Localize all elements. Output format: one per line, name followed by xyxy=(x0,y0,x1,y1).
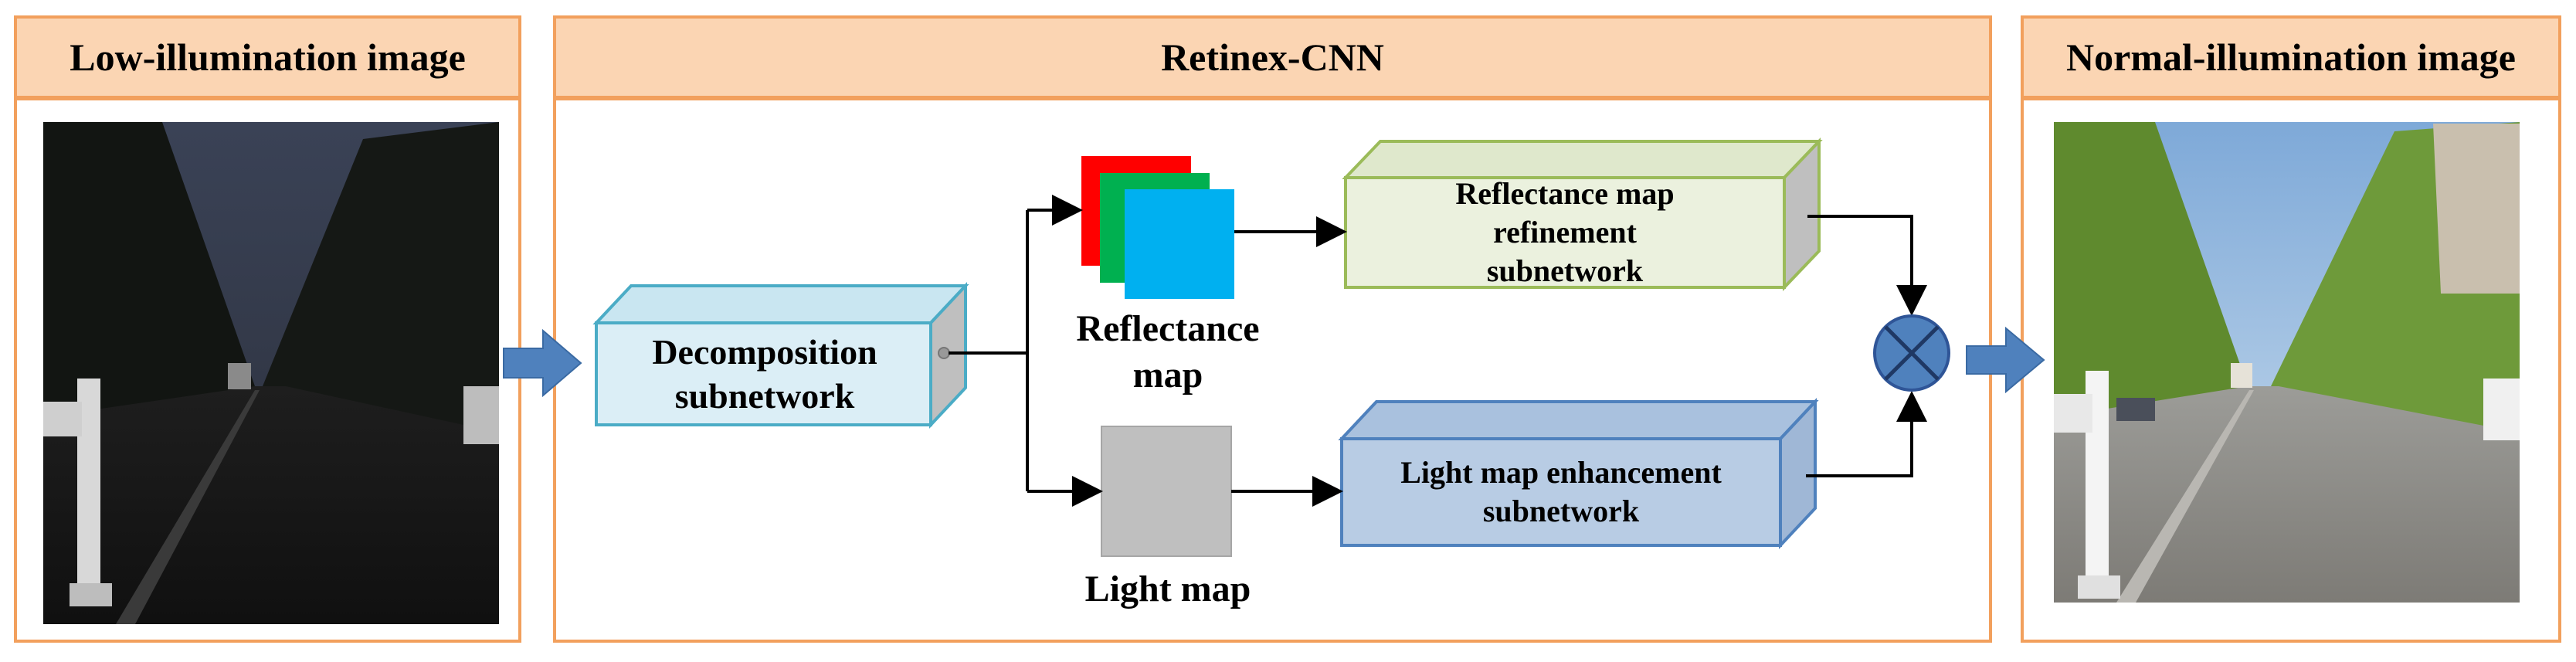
flow-arrow-right xyxy=(1966,326,2045,394)
normal-illumination-photo xyxy=(2054,122,2520,603)
reflectance-map-label: Reflectance map xyxy=(1076,307,1260,396)
light-enhancement-block xyxy=(1338,397,1819,550)
multiply-icon xyxy=(1873,314,1950,392)
normal-illumination-header: Normal-illumination image xyxy=(2021,15,2561,99)
reflectance-refinement-label: Reflectance map refinement subnetwork xyxy=(1455,176,1675,288)
light-map-square xyxy=(1101,426,1232,557)
decomposition-label: Decomposition subnetwork xyxy=(652,331,877,416)
light-map-label: Light map xyxy=(1084,569,1251,609)
light-enhancement-label: Light map enhancement subnetwork xyxy=(1400,455,1722,528)
reflectance-refinement-block xyxy=(1342,137,1823,291)
connectors xyxy=(938,195,1927,507)
decomposition-block xyxy=(592,281,969,429)
reflectance-map-stack xyxy=(1081,156,1234,299)
low-illumination-header: Low-illumination image xyxy=(14,15,521,99)
flow-arrow-left xyxy=(503,328,582,398)
low-illumination-photo xyxy=(43,122,499,624)
